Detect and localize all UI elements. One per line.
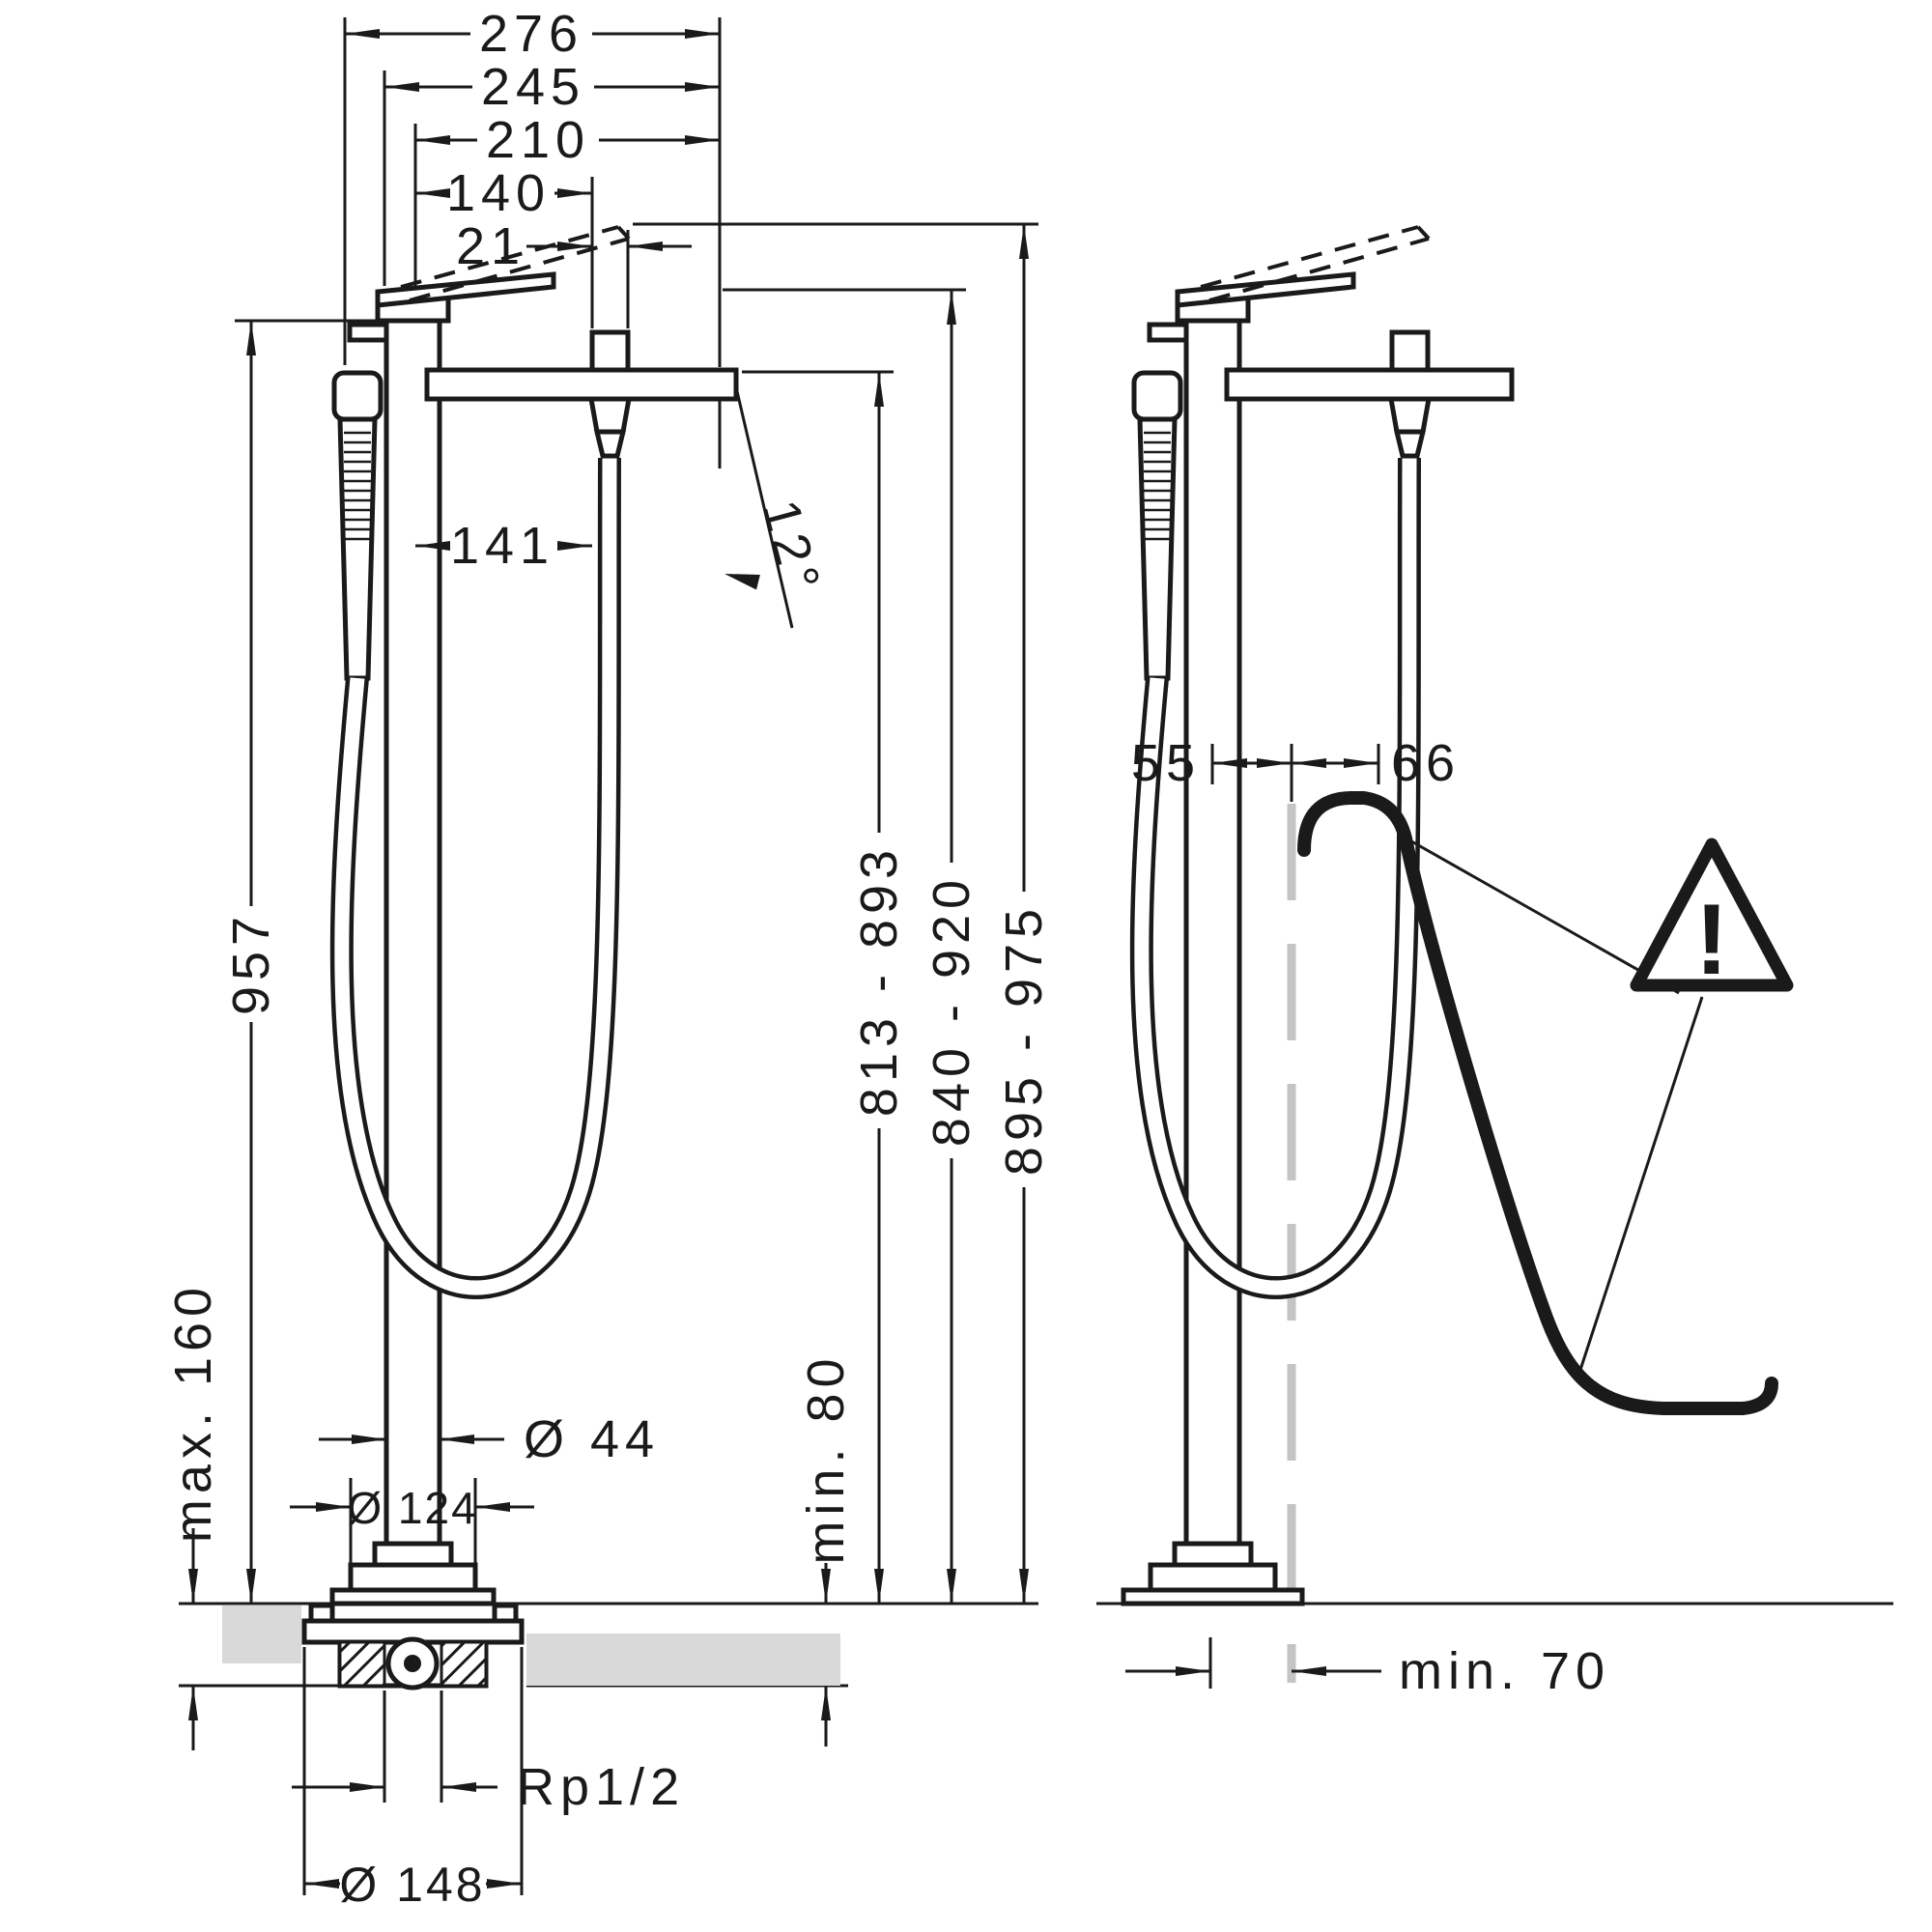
dim-dia-148-label: Ø 148: [339, 1858, 485, 1912]
side-base-flare: [1172, 1541, 1254, 1568]
dim-141: 141: [415, 517, 592, 575]
dim-840-920-label: 840 - 920: [923, 874, 980, 1147]
base-ring: [329, 1587, 497, 1606]
dim-840-920: 840 - 920: [923, 290, 980, 1604]
base-flare: [372, 1541, 454, 1568]
hand-shower-grip-texture: [344, 431, 371, 541]
side-faucet-drawing: [1121, 225, 1515, 1606]
dim-141-label: 141: [450, 517, 554, 575]
exclamation-mark: !: [1695, 884, 1729, 996]
dim-dia-44: Ø 44: [319, 1410, 660, 1468]
side-riser-pipe: [1183, 321, 1242, 1544]
handle-lever: [375, 271, 556, 308]
shower-hose: [329, 457, 621, 1299]
tub-rim-profile: [1297, 791, 1778, 1415]
base-escutcheon: [348, 1562, 478, 1593]
riser-pipe: [384, 321, 442, 1544]
finished-floor-left: [222, 1605, 301, 1663]
dim-895-975-label: 895 - 975: [995, 903, 1053, 1176]
dim-55: 55: [1131, 734, 1292, 792]
side-view: ! 55 66 min. 70: [1096, 225, 1893, 1700]
dim-55-label: 55: [1131, 734, 1201, 792]
hand-shower-head: [331, 370, 384, 422]
dim-dia-148: Ø 148: [304, 1858, 522, 1912]
dim-min-70-label: min. 70: [1399, 1642, 1610, 1700]
dim-dia-124: Ø 124: [290, 1483, 534, 1533]
dim-angle-12: 12°: [724, 494, 833, 602]
side-hand-shower-grip-texture: [1144, 431, 1171, 541]
finished-floor-right: [526, 1634, 840, 1686]
dim-66: 66: [1292, 734, 1461, 792]
warning-leader-lines: [1406, 837, 1704, 1371]
side-hand-shower-holder: [1147, 322, 1189, 343]
dim-21-label: 21: [456, 217, 526, 275]
side-handle-lever: [1175, 271, 1356, 308]
warning-triangle: !: [1630, 838, 1794, 996]
side-hand-shower-head: [1131, 370, 1183, 422]
dim-245-label: 245: [481, 58, 585, 116]
dim-rp-half-label: Rp1/2: [517, 1758, 685, 1816]
dim-dia-44-label: Ø 44: [524, 1410, 660, 1468]
front-view: 276 245 210 140 21 957: [164, 5, 1053, 1912]
side-diverter-knob: [1389, 329, 1431, 373]
dim-276-label: 276: [479, 5, 583, 63]
side-handle-lever-raised-dashed: [1200, 225, 1431, 302]
spout: [424, 367, 739, 402]
dim-957: 957: [222, 321, 280, 1604]
dim-min-80: min. 80: [797, 1352, 855, 1747]
dim-245: 245: [384, 58, 720, 116]
hand-shower-holder: [347, 322, 389, 343]
side-hand-shower-grip: [1137, 416, 1178, 681]
supply-pipe-bore: [404, 1655, 421, 1672]
handle-lever-raised-dashed: [400, 225, 631, 302]
side-shower-hose-inner: [1134, 457, 1417, 1295]
mounting-hatch-right: [440, 1640, 488, 1688]
dim-max-160: max. 160: [164, 1282, 222, 1750]
dim-276: 276: [345, 5, 720, 63]
floor-mounting-set: [301, 1603, 525, 1690]
side-shower-hose: [1129, 457, 1421, 1299]
side-base-ring: [1121, 1587, 1305, 1606]
dim-140-label: 140: [446, 164, 551, 222]
dim-21: 21: [456, 217, 692, 275]
dim-66-label: 66: [1391, 734, 1461, 792]
dim-dia-124-label: Ø 124: [347, 1483, 477, 1533]
mounting-hatch-left: [338, 1640, 386, 1688]
hand-shower-grip: [337, 416, 378, 681]
side-spout: [1224, 367, 1515, 402]
shower-hose-inner: [334, 457, 617, 1295]
dim-895-975: 895 - 975: [995, 224, 1053, 1604]
dim-813-893: 813 - 893: [850, 372, 908, 1604]
side-base-escutcheon: [1148, 1562, 1278, 1593]
side-hose-connector: [1388, 396, 1432, 459]
hose-connector: [588, 396, 632, 459]
dim-max-160-label: max. 160: [164, 1282, 222, 1543]
dim-12deg-label: 12°: [752, 494, 833, 602]
dim-140: 140: [415, 164, 592, 222]
front-faucet-drawing: [329, 225, 739, 1606]
warning-triangle-outline: [1630, 838, 1794, 992]
dim-813-893-label: 813 - 893: [850, 844, 908, 1117]
dim-min-80-label: min. 80: [797, 1352, 855, 1564]
dim-min-70: min. 70: [1125, 1642, 1610, 1700]
dim-957-label: 957: [222, 911, 280, 1015]
dim-rp-half: Rp1/2: [292, 1758, 685, 1816]
dim-210-label: 210: [486, 111, 590, 169]
angle-arrowhead: [724, 574, 760, 590]
diverter-knob: [589, 329, 631, 373]
dim-210: 210: [415, 111, 720, 169]
front-extension-lines: [179, 17, 1038, 1895]
